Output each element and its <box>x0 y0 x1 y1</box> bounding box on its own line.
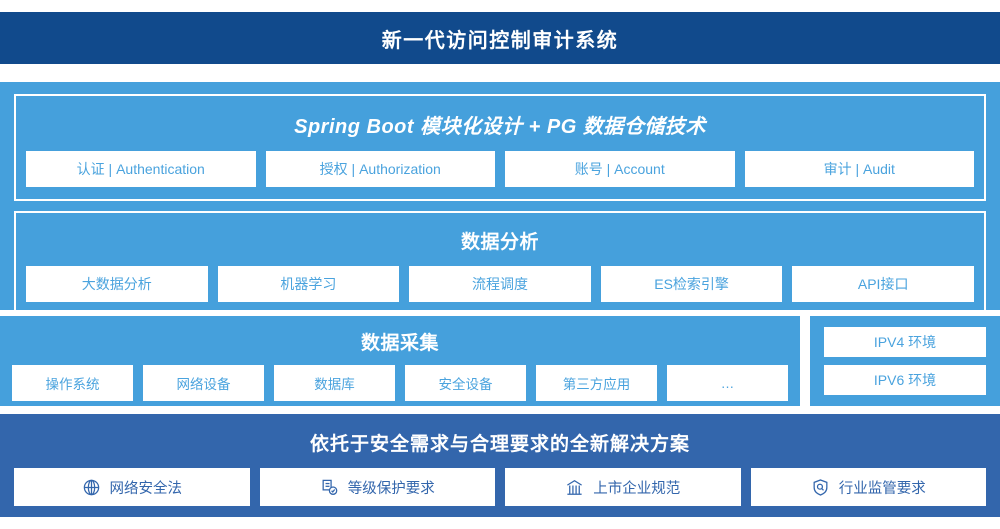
chip-process-scheduling[interactable]: 流程调度 <box>409 266 591 302</box>
chip-api-interface[interactable]: API接口 <box>792 266 974 302</box>
compliance-chips: 网络安全法 等级保护要求 <box>14 468 986 506</box>
network-environment-panel: IPV4 环境 IPV6 环境 <box>810 316 1000 406</box>
chip-third-party-application[interactable]: 第三方应用 <box>536 365 657 401</box>
group-spring-boot: Spring Boot 模块化设计 + PG 数据仓储技术 认证 | Authe… <box>14 94 986 201</box>
chip-audit[interactable]: 审计 | Audit <box>744 151 974 187</box>
chip-authorization[interactable]: 授权 | Authorization <box>265 151 495 187</box>
chip-classified-protection[interactable]: 等级保护要求 <box>259 468 495 506</box>
group-data-analysis-heading: 数据分析 <box>460 232 539 253</box>
chip-ipv6-environment[interactable]: IPV6 环境 <box>824 365 986 395</box>
page-title-bar: 新一代访问控制审计系统 <box>0 12 1000 64</box>
group-spring-boot-chips: 认证 | Authentication 授权 | Authorization 账… <box>26 151 974 187</box>
group-spring-boot-heading: Spring Boot 模块化设计 + PG 数据仓储技术 <box>294 116 706 138</box>
chip-more-ellipsis[interactable]: … <box>667 365 788 401</box>
chip-authentication[interactable]: 认证 | Authentication <box>26 151 256 187</box>
chip-machine-learning[interactable]: 机器学习 <box>217 266 400 302</box>
chip-listed-company-standards[interactable]: 上市企业规范 <box>505 468 741 506</box>
group-data-analysis: 数据分析 大数据分析 机器学习 流程调度 ES检索引擎 API接口 <box>14 211 986 316</box>
data-collection-panel: 数据采集 操作系统 网络设备 数据库 安全设备 第三方应用 … <box>0 316 800 406</box>
globe-icon <box>82 478 101 497</box>
chip-label: 上市企业规范 <box>593 480 681 497</box>
data-collection-chips: 操作系统 网络设备 数据库 安全设备 第三方应用 … <box>12 365 788 401</box>
chip-account[interactable]: 账号 | Account <box>505 151 735 187</box>
compliance-panel: 依托于安全需求与合理要求的全新解决方案 网络安全法 <box>0 414 1000 517</box>
chip-security-device[interactable]: 安全设备 <box>405 365 526 401</box>
chip-industry-supervision[interactable]: 行业监管要求 <box>750 468 986 506</box>
chip-es-search-engine[interactable]: ES检索引擎 <box>600 266 783 302</box>
chip-label: 行业监管要求 <box>838 480 926 497</box>
chip-network-device[interactable]: 网络设备 <box>143 365 264 401</box>
chip-database[interactable]: 数据库 <box>274 365 395 401</box>
chip-ipv4-environment[interactable]: IPV4 环境 <box>824 327 986 357</box>
page-title: 新一代访问控制审计系统 <box>381 29 619 52</box>
chip-label: 等级保护要求 <box>347 480 435 497</box>
chip-big-data-analysis[interactable]: 大数据分析 <box>26 266 208 302</box>
group-data-analysis-chips: 大数据分析 机器学习 流程调度 ES检索引擎 API接口 <box>26 266 974 302</box>
data-collection-heading: 数据采集 <box>360 333 439 354</box>
bank-icon <box>565 478 584 497</box>
chip-label: 网络安全法 <box>109 480 183 497</box>
document-check-icon <box>320 478 339 497</box>
chip-cybersecurity-law[interactable]: 网络安全法 <box>14 468 250 506</box>
chip-operating-system[interactable]: 操作系统 <box>12 365 133 401</box>
platform-panel: Spring Boot 模块化设计 + PG 数据仓储技术 认证 | Authe… <box>0 82 1000 316</box>
compliance-heading: 依托于安全需求与合理要求的全新解决方案 <box>309 434 690 455</box>
data-collection-row: 数据采集 操作系统 网络设备 数据库 安全设备 第三方应用 … IPV4 环境 … <box>0 316 1000 406</box>
shield-search-icon <box>811 478 830 497</box>
